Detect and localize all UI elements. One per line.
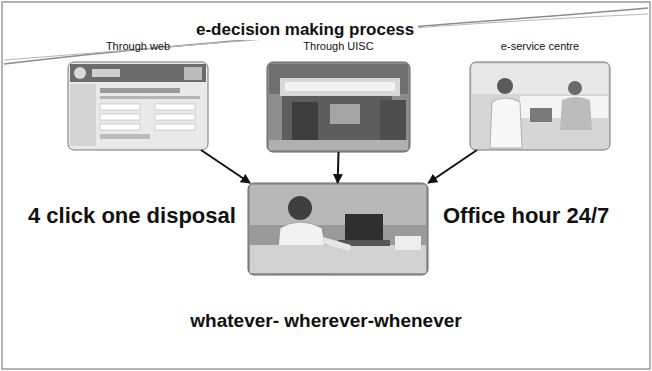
channel-box: Through web [68,38,208,150]
node-caption: Through UISC [267,40,410,52]
channel-box: e-service centre [470,38,610,150]
node-caption: whatever- wherever-whenever [180,310,472,332]
feature-label: 4 click one disposal [28,203,236,229]
web-screenshot [68,62,208,150]
e-service-photo [470,62,610,150]
channel-box: Through UISC [267,38,410,152]
flow-arrow [201,150,250,183]
slide-title: e-decision making process [192,20,418,40]
flow-arrow [428,150,477,183]
flow-arrow [337,152,340,183]
swoosh-line [4,14,648,60]
node-caption: Through web [68,40,208,52]
officer-photo [248,183,428,275]
uisc-photo [267,62,410,152]
feature-label: Office hour 24/7 [443,203,609,229]
node-caption: e-service centre [470,40,610,52]
swoosh-line [4,8,648,64]
